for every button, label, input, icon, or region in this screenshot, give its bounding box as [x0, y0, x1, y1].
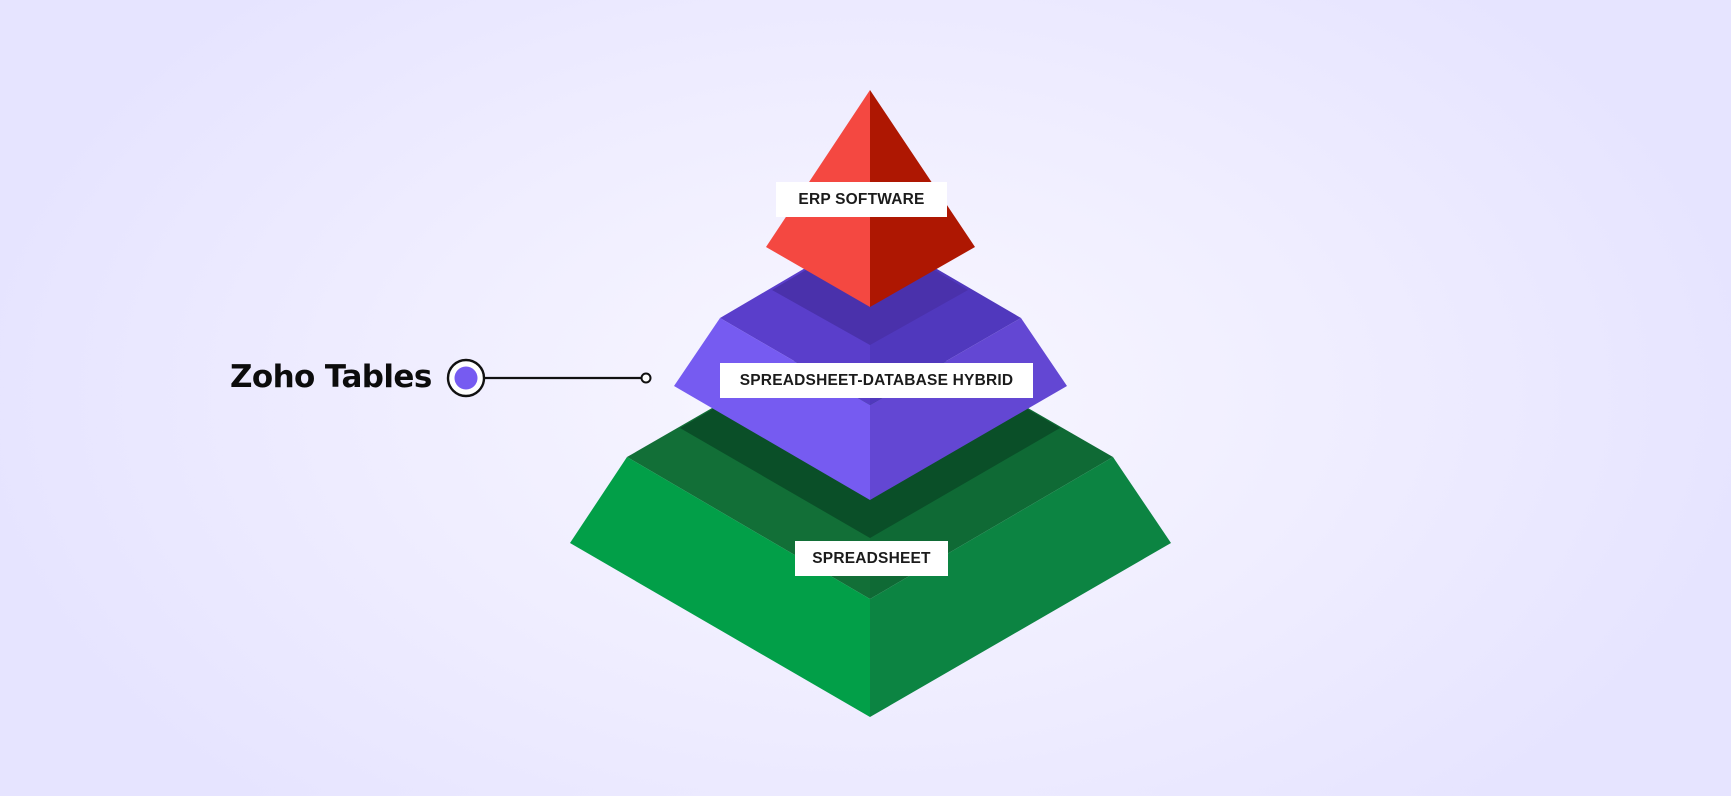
bottom-layer-left-face — [570, 457, 870, 717]
layer-label-erp-software: ERP SOFTWARE — [776, 182, 947, 217]
layer-label-spreadsheet: SPREADSHEET — [795, 541, 948, 576]
callout-marker-dot — [454, 366, 478, 390]
callout-end-dot — [640, 372, 652, 384]
bottom-layer-right-face — [870, 457, 1171, 717]
callout-label: Zoho Tables — [230, 359, 432, 395]
layer-label-spreadsheet-database-hybrid: SPREADSHEET-DATABASE HYBRID — [720, 363, 1033, 398]
callout-connector — [446, 358, 652, 398]
